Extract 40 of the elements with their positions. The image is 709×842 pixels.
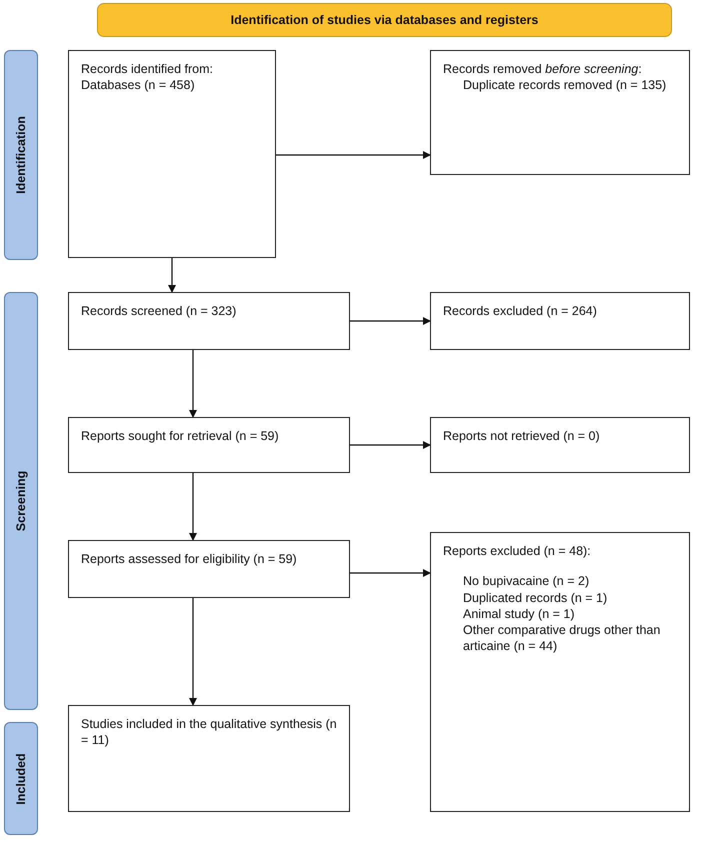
box-text: Records excluded (n = 264) bbox=[443, 303, 598, 320]
box-text: Records removed before screening: bbox=[443, 61, 643, 78]
box-text: Reports excluded (n = 48): bbox=[443, 543, 592, 560]
box-text: Other comparative drugs other than articaine (n = 44) bbox=[462, 622, 662, 654]
arrow bbox=[350, 317, 431, 325]
phase-band bbox=[4, 292, 38, 710]
process-box bbox=[68, 50, 276, 258]
section-header bbox=[97, 3, 672, 37]
phase-band bbox=[4, 722, 38, 835]
arrow bbox=[276, 151, 431, 159]
box-text: Records identified from: bbox=[81, 61, 214, 78]
process-box bbox=[68, 705, 350, 812]
box-text: Studies included in the qualitative synthesis (n = 11) bbox=[81, 716, 337, 748]
header-text: Identification of studies via databases and registers bbox=[230, 12, 538, 28]
process-box bbox=[68, 417, 350, 473]
box-text: Reports not retrieved (n = 0) bbox=[443, 428, 601, 444]
phase-band bbox=[4, 50, 38, 260]
process-box bbox=[430, 532, 690, 812]
arrow bbox=[189, 598, 197, 706]
arrow bbox=[168, 258, 176, 293]
process-box bbox=[68, 292, 350, 350]
process-box bbox=[430, 292, 690, 350]
box-text: Reports sought for retrieval (n = 59) bbox=[81, 428, 280, 444]
arrow bbox=[189, 473, 197, 541]
box-text: Animal study (n = 1) bbox=[462, 606, 576, 622]
box-text: No bupivacaine (n = 2) bbox=[462, 573, 590, 590]
box-text: Reports assessed for eligibility (n = 59) bbox=[81, 551, 298, 568]
arrow bbox=[350, 569, 431, 577]
process-box bbox=[68, 540, 350, 598]
arrow bbox=[189, 350, 197, 418]
phase-label: Identification bbox=[12, 116, 29, 194]
box-text: Records screened (n = 323) bbox=[81, 303, 238, 320]
box-text: Duplicated records (n = 1) bbox=[462, 590, 608, 606]
process-box bbox=[430, 417, 690, 473]
arrow bbox=[350, 441, 431, 449]
phase-label: Included bbox=[12, 752, 29, 804]
phase-label: Screening bbox=[12, 470, 29, 532]
box-text: Duplicate records removed (n = 135) bbox=[462, 77, 668, 94]
box-text: Databases (n = 458) bbox=[81, 77, 196, 94]
process-box bbox=[430, 50, 690, 175]
